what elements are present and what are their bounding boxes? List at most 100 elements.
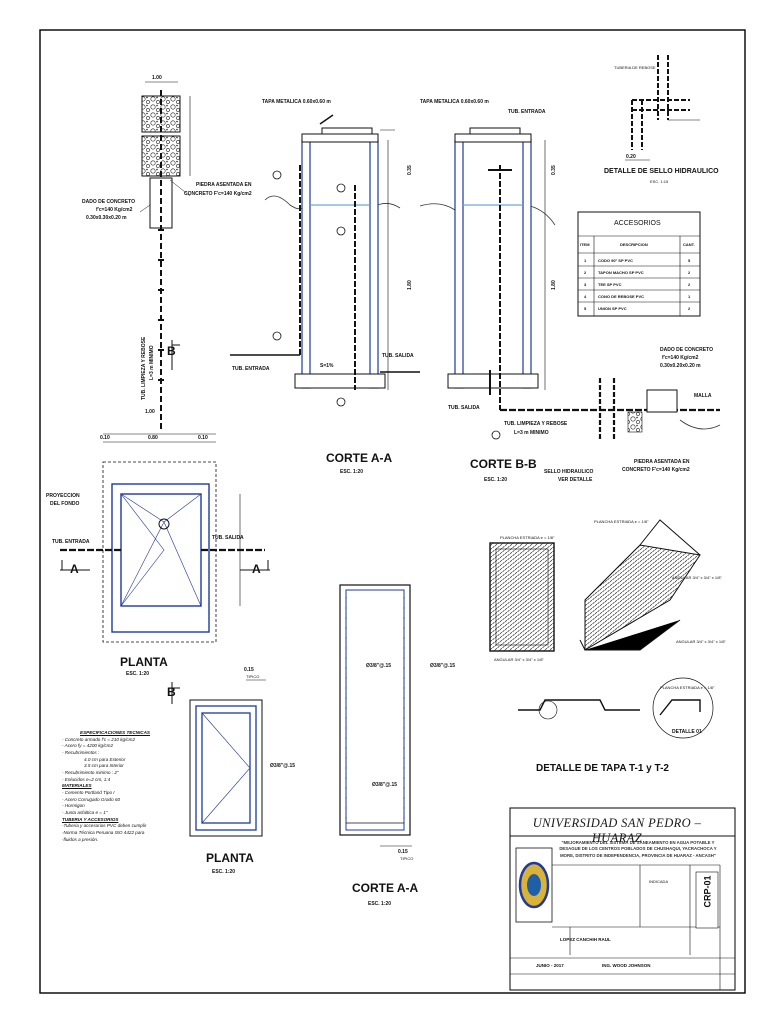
dim-010-a: 0.10 [100,435,110,441]
project-text: "MEJORAMIENTO DEL SISTEMA DE SANEAMIENTO… [559,840,717,858]
corte-aa-top-title: CORTE A-A [326,451,393,465]
angular-1: ANGULAR 3/4" x 3/4" x 1/8" [672,575,722,580]
angular-3: ANGULAR 3/4" x 3/4" x 1/8" [494,657,544,662]
planta-top-title: PLANTA [120,655,168,669]
tub-entrada-planta: TUB. ENTRADA [52,539,90,545]
sello-scale: ESC. 1:15 [650,179,669,184]
engineer-text: ING. WOOD JOHNSON [602,963,651,968]
dim-015-planta: 0.15 [244,667,254,673]
planta-bottom-title: PLANTA [206,851,254,865]
section-b-bottom: B [167,685,176,699]
acc-header-desc: DESCRIPCION [620,242,648,247]
specs-heading: ESPECIFICACIONES TECNICAS [80,730,150,735]
title-block-frame [510,835,735,990]
section-a-left: A [70,562,79,576]
author-name: LOPEZ CANCHIH RAUL [560,937,611,942]
acc-row3-item: 3 [584,282,587,287]
acc-row1-cant: 5 [688,258,691,263]
tub-salida-planta: TUB. SALIDA [212,535,244,541]
dado-label-2: DADO DE CONCRETO [660,347,713,353]
acc-row4-desc: CONO DE REBOSE PVC [598,294,645,299]
acc-row1-item: 1 [584,258,587,263]
plancha-estriada-1: PLANCHA ESTRIADA e = 1/8" [500,535,555,540]
piedra-label-2: CONCRETO F'c=140 Kg/cm2 [184,191,252,197]
corte-bb-top-scale: ESC. 1:20 [484,477,508,483]
dim-180-bb: 1.80 [551,280,557,290]
spec-line: 3.5 cm para Interior [84,763,124,769]
tub-limpieza-label: TUB. LIMPIEZA Y REBOSE [504,421,568,427]
rebar-corte-2: Ø3/8"@.15 [430,663,456,669]
tapa-metalica-2: TAPA METALICA 0.60x0.60 m [420,99,489,105]
dim-010-b: 0.10 [198,435,208,441]
dado-dim-2: 0.30x0.20x0.20 m [660,363,701,369]
rebar-corte-3: Ø3/8"@.15 [372,782,398,788]
planta-bottom-scale: ESC. 1:20 [212,869,236,875]
ver-detalle-label: VER DETALLE [558,477,593,483]
acc-row5-item: 5 [584,306,587,311]
section-marks [60,340,270,704]
materials-heading: MATERIALES [62,783,92,789]
dim-180-aa: 1.80 [407,280,413,290]
material-line: - Acero Corrugado Grado 60 [62,796,121,802]
proyeccion-label: PROYECCION [46,493,80,499]
dim-035-aa: 0.35 [407,165,413,175]
acc-header-item: ITEM [580,242,590,247]
acc-row2-desc: TAPON MACHO SP PVC [598,270,644,275]
acc-header-cant: CANT. [683,242,695,247]
plancha-estriada-2: PLANCHA ESTRIADA e = 1/8" [594,519,649,524]
sello-dim-020: 0.20 [626,154,636,160]
dado-fc-2: f'c=140 Kg/cm2 [662,355,699,361]
sello-detail-drawing [625,55,700,161]
section-b-top: B [167,344,176,358]
tipico-corte: TIPICO [400,856,414,861]
scale-value: INDICADA [649,879,669,884]
dim-015-corte: 0.15 [398,849,408,855]
corte-aa-bottom-scale: ESC. 1:20 [368,901,392,907]
acc-row5-cant: 2 [688,306,691,311]
tuberia-rebose-label: TUBERIA DE REBOSE [614,65,656,70]
corte-aa-bottom-drawing [339,584,412,847]
pipe-line: -Norma Técnica Peruana ISO 4422 para [62,829,145,835]
piedra-label-4: CONCRETO F'c=140 Kg/cm2 [622,467,690,473]
tipico-planta: TIPICO [246,674,260,679]
detalle01-title: DETALLE 01 [672,729,702,735]
spec-line: - Recubrimientos : [62,749,100,755]
acc-row3-desc: TEE SP PVC [598,282,622,287]
planta-top-drawing [60,433,265,643]
del-fondo-label: DEL FONDO [50,501,80,507]
corte-bb-top-drawing [419,127,556,440]
corte-bb-top-title: CORTE B-B [470,457,537,471]
acc-row5-desc: UNION SP PVC [598,306,627,311]
tub-entrada-aa: TUB. ENTRADA [232,366,270,372]
acc-row3-cant: 2 [688,282,691,287]
piedra-label-3: PIEDRA ASENTADA EN [634,459,690,465]
sello-title: DETALLE DE SELLO HIDRAULICO [604,168,719,175]
plancha-estriada-3: PLANCHA ESTRIADA e = 1/8" [660,685,715,690]
tub-limpieza-vertical-len: L=3 m MINIMO [149,345,155,380]
corte-aa-top-scale: ESC. 1:20 [340,469,364,475]
section-a-right: A [252,562,261,576]
dim-035-bb: 0.35 [551,165,557,175]
acc-row1-desc: CODO 90° SP PVC [598,258,633,263]
sello-assembly-drawing [500,378,721,440]
rebar-corte-1: Ø3/8"@.15 [366,663,392,669]
spec-line: 4.0 cm para Exterior [84,756,126,762]
tub-entrada-top: TUB. ENTRADA [508,109,546,115]
accessories-title: ACCESORIOS [614,220,661,227]
acc-row2-item: 2 [584,270,587,275]
dado-fc: f'c=140 Kg/cm2 [96,207,133,213]
university-title: UNIVERSIDAD SAN PEDRO – HUARAZ [532,816,702,845]
spec-line: - Acero fy = 4200 kg/cm2 [62,743,114,749]
pipes-heading: TUBERIA Y ACCESORIOS [62,816,119,822]
accessories-table-frame [577,211,701,317]
pipe-line: -fluidos a presión. [62,836,99,842]
planta-bottom-drawing [189,679,266,837]
material-line: - Junta asfaltica e = 1" [62,809,108,815]
tub-limpieza-vertical: TUB. LIMPIEZA Y REBOSE [141,336,147,400]
dim-100-b: 1.00 [145,409,155,415]
dim-top-100: 1.00 [152,75,162,81]
captacion-elevation [139,81,191,430]
malla-label: MALLA [694,393,712,399]
tapa-detail-drawing [489,519,714,739]
acc-row4-item: 4 [584,294,587,299]
